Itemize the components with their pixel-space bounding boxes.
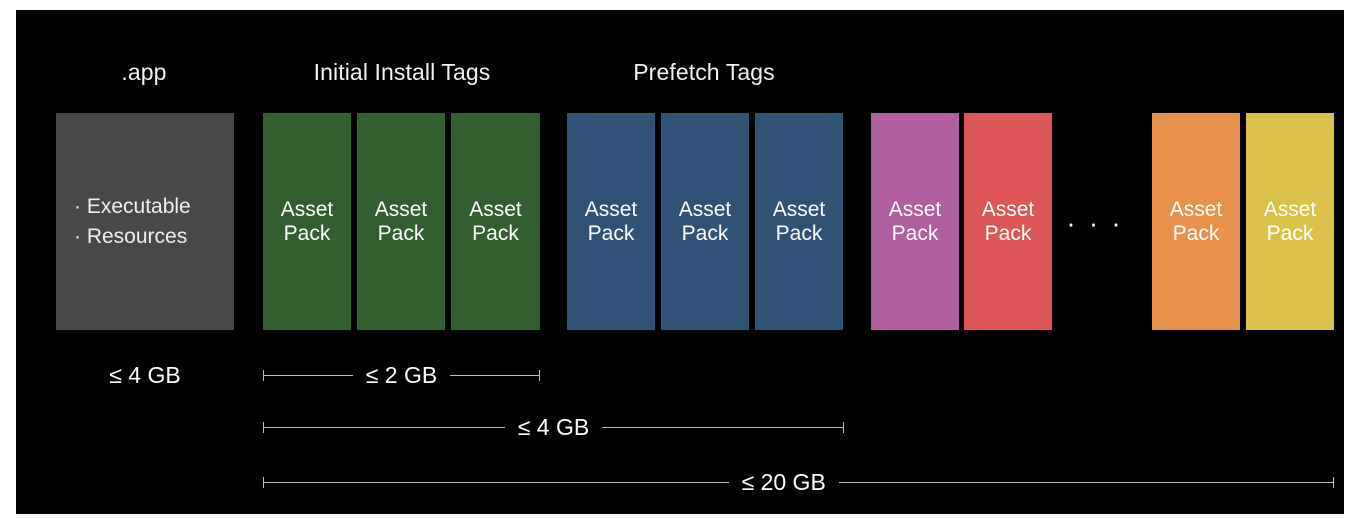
measurement-label: ≤ 4 GB	[109, 362, 181, 388]
asset-pack-block: Asset Pack	[661, 113, 749, 330]
asset-pack-label: Asset Pack	[374, 197, 428, 245]
asset-pack-block: Asset Pack	[755, 113, 843, 330]
measurement-rule-right	[838, 481, 1333, 483]
asset-pack-block: Asset Pack	[357, 113, 445, 330]
slide-surface: .app Initial Install Tags Prefetch Tags …	[16, 10, 1344, 514]
asset-pack-label: Asset Pack	[888, 197, 942, 245]
asset-pack-label: Asset Pack	[1263, 197, 1317, 245]
group-label-initial-install: Initial Install Tags	[313, 59, 491, 85]
group-label-app: .app	[121, 59, 167, 85]
measurement-label: ≤ 4 GB	[517, 414, 590, 440]
app-bundle-block: · Executable · Resources	[56, 113, 234, 330]
group-label-prefetch: Prefetch Tags	[633, 59, 775, 85]
measurement-cap-left	[263, 369, 264, 381]
measurement-cap-right	[1333, 476, 1334, 488]
measurement-rule-left	[264, 481, 729, 483]
asset-pack-label: Asset Pack	[469, 197, 522, 245]
asset-pack-label: Asset Pack	[280, 197, 334, 245]
asset-pack-label: Asset Pack	[981, 197, 1035, 245]
measurement-cap-right	[843, 421, 844, 433]
measurement-total-limit: ≤ 20 GB	[263, 469, 1334, 495]
asset-pack-label: Asset Pack	[678, 197, 732, 245]
asset-pack-block: Asset Pack	[871, 113, 959, 330]
app-bundle-item-executable: · Executable	[74, 194, 191, 218]
measurement-label: ≤ 2 GB	[365, 362, 438, 388]
measurement-label: ≤ 20 GB	[741, 469, 826, 495]
measurement-app-limit: ≤ 4 GB	[56, 362, 234, 388]
asset-pack-block: Asset Pack	[263, 113, 351, 330]
asset-pack-label: Asset Pack	[1169, 197, 1223, 245]
asset-pack-label: Asset Pack	[772, 197, 826, 245]
measurement-rule-right	[450, 374, 539, 376]
asset-pack-block: Asset Pack	[964, 113, 1052, 330]
measurement-cap-left	[263, 476, 264, 488]
measurement-rule-right	[602, 426, 843, 428]
measurement-rule-left	[264, 374, 353, 376]
measurement-rule-left	[264, 426, 505, 428]
asset-pack-block: Asset Pack	[451, 113, 540, 330]
asset-pack-block: Asset Pack	[1152, 113, 1240, 330]
asset-pack-block: Asset Pack	[1246, 113, 1334, 330]
measurement-initial-install-limit: ≤ 2 GB	[263, 362, 540, 388]
asset-pack-block: Asset Pack	[567, 113, 655, 330]
measurement-cap-left	[263, 421, 264, 433]
app-bundle-item-resources: · Resources	[74, 224, 188, 248]
asset-pack-label: Asset Pack	[584, 197, 638, 245]
measurement-prefetch-limit: ≤ 4 GB	[263, 414, 844, 440]
ellipsis-icon: · · ·	[1066, 208, 1124, 239]
measurement-cap-right	[539, 369, 540, 381]
